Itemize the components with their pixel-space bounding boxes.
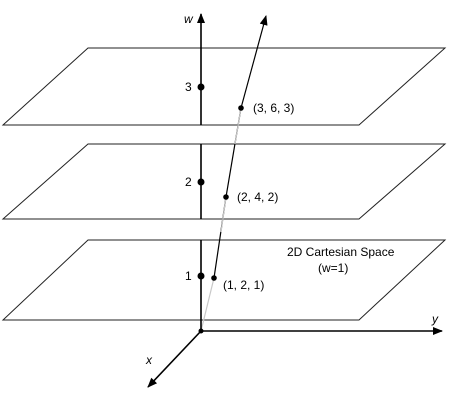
ray-point-3 (238, 105, 244, 111)
y-axis-label: y (431, 312, 439, 326)
space-condition: (w=1) (318, 261, 348, 275)
projection-ray-segment-1-faint (220, 196, 227, 233)
w-axis-label: w (184, 12, 194, 26)
ray-point-1 (211, 275, 217, 281)
plane-w1 (1, 239, 447, 321)
x-axis-label: x (145, 353, 153, 367)
w-level-label-2: 2 (185, 175, 192, 189)
w-level-label-3: 3 (185, 80, 192, 94)
w-axis-point-3 (197, 83, 205, 91)
w-axis-point-1 (197, 272, 205, 280)
point-label-3: (3, 6, 3) (253, 101, 294, 115)
plane-w2 (1, 143, 447, 220)
point-label-2: (2, 4, 2) (237, 190, 278, 204)
projection-ray-lower (200, 277, 215, 332)
x-axis (147, 330, 202, 388)
space-caption: 2D Cartesian Space (287, 245, 395, 259)
projection-ray-top (240, 15, 268, 109)
point-label-1: (1, 2, 1) (223, 278, 264, 292)
ray-point-2 (223, 194, 229, 200)
origin-point (198, 328, 204, 334)
projection-ray-segment-2-faint (234, 107, 242, 145)
plane-w3 (1, 47, 447, 126)
w-level-label-1: 1 (185, 269, 192, 283)
w-axis-point-2 (197, 178, 205, 186)
